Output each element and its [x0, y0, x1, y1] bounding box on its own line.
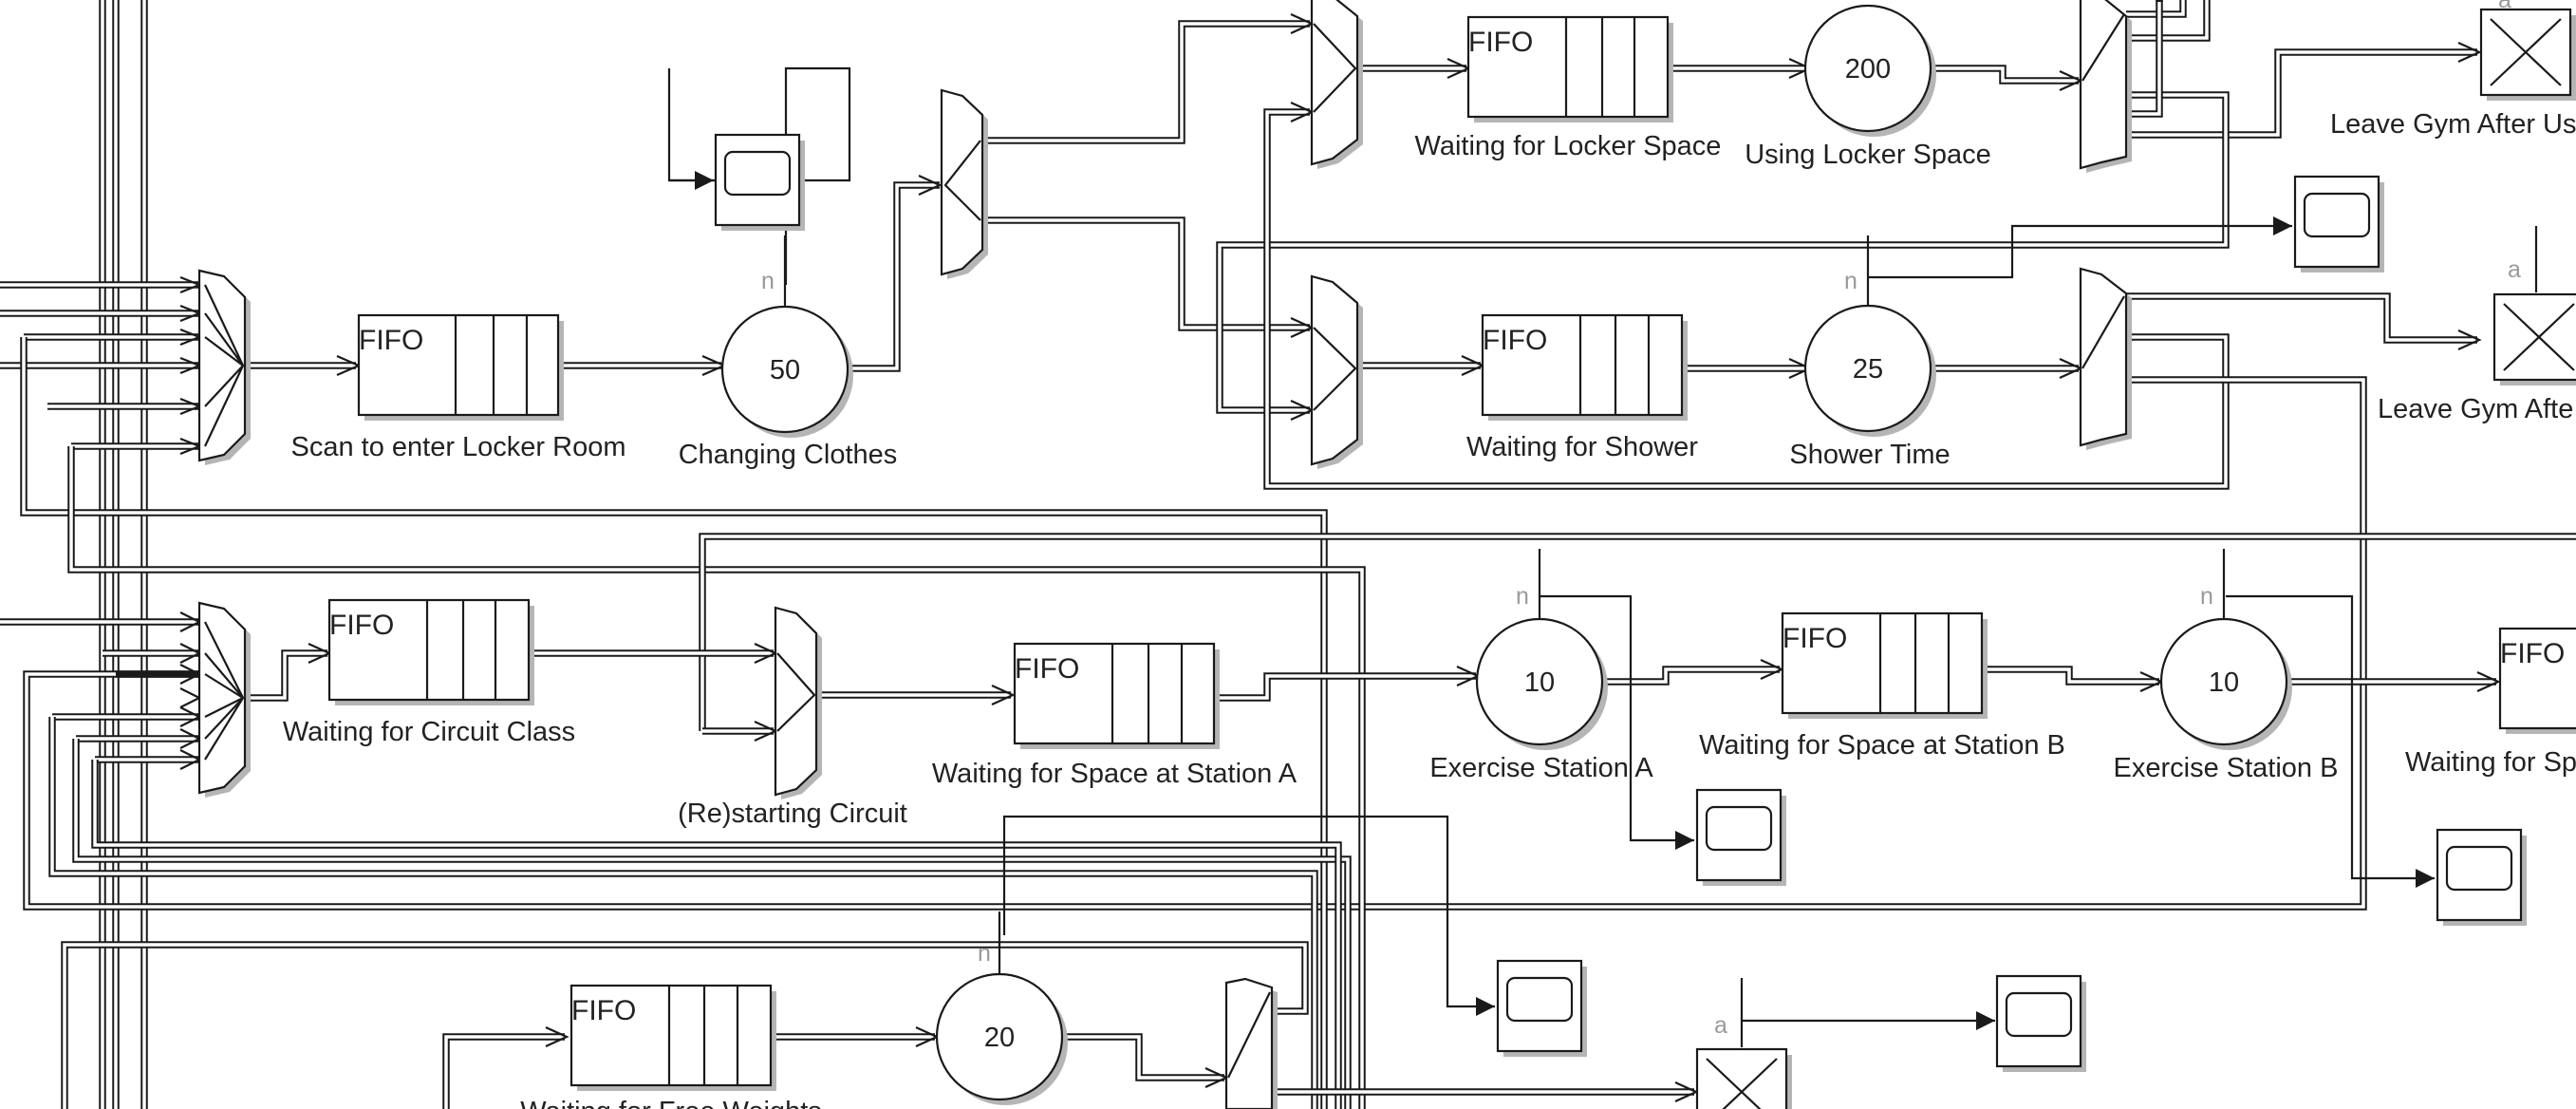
queue-waiting-for-space-at-station-a[interactable]: FIFO Waiting for Space at Station A: [932, 642, 1297, 789]
queue-discipline: FIFO: [1468, 27, 1533, 58]
queue-label: Waiting for Space at Station A: [932, 759, 1297, 789]
queue-discipline: FIFO: [359, 325, 423, 356]
server-capacity: 200: [1845, 54, 1891, 85]
queue-label: Waiting for Circuit Class: [283, 717, 575, 747]
queue-discipline: FIFO: [1783, 623, 1847, 654]
queue-waiting-for-space-at-station-b[interactable]: FIFO Waiting for Space at Station B: [1699, 611, 2065, 761]
terminator-label: Leave Gym After Us: [2330, 109, 2576, 140]
server-capacity: 50: [770, 355, 800, 385]
locker-merge-block[interactable]: [1310, 0, 1363, 169]
server-label: Changing Clothes: [679, 440, 898, 470]
scope-changing-clothes[interactable]: [714, 133, 805, 231]
queue-label: Waiting for Shower: [1466, 432, 1698, 462]
queue-waiting-for-free-weights[interactable]: FIFO Waiting for Free Weights: [520, 984, 822, 1109]
locker-shower-output-switch[interactable]: [940, 88, 988, 279]
shower-output-switch[interactable]: [2079, 267, 2132, 450]
terminator-leave-gym-after-use[interactable]: a Leave Gym After Us: [2330, 0, 2576, 140]
server-changing-clothes[interactable]: n 50 Changing Clothes: [679, 235, 898, 470]
queue-scan-to-enter-locker-room[interactable]: FIFO Scan to enter Locker Room: [290, 313, 626, 462]
terminator-port-label: a: [2508, 256, 2521, 283]
server-free-weights[interactable]: n 20: [935, 912, 1068, 1105]
terminator-port-label: a: [2498, 0, 2511, 13]
queue-label: Waiting for Locker Space: [1415, 131, 1722, 161]
server-using-locker-space[interactable]: 200 Using Locker Space: [1745, 4, 1991, 170]
server-exercise-station-b[interactable]: n 10 Exercise Station B: [2114, 549, 2339, 783]
queue-discipline: FIFO: [2500, 638, 2565, 669]
server-shower-time[interactable]: n 25 Shower Time: [1789, 235, 1951, 470]
queue-waiting-for-locker-space[interactable]: FIFO Waiting for Locker Space: [1415, 15, 1722, 161]
server-capacity: 20: [984, 1023, 1015, 1053]
terminator-leave-gym-after-shower[interactable]: a Leave Gym Afte: [2378, 226, 2576, 424]
queue-waiting-for-shower[interactable]: FIFO Waiting for Shower: [1466, 313, 1698, 462]
shower-merge-block[interactable]: [1310, 274, 1363, 469]
queue-label: Waiting for Free Weights: [520, 1097, 822, 1109]
server-exercise-station-a[interactable]: n 10 Exercise Station A: [1429, 549, 1653, 783]
queue-discipline: FIFO: [1015, 653, 1079, 685]
queue-discipline: FIFO: [329, 610, 394, 641]
circuit-merge-block[interactable]: [197, 601, 251, 798]
server-capacity: 10: [1524, 667, 1555, 698]
locker-output-switch[interactable]: [2079, 0, 2132, 173]
server-port-label: n: [1844, 268, 1857, 294]
restarting-circuit-merge-block[interactable]: [774, 606, 822, 799]
server-label: Exercise Station B: [2114, 753, 2339, 783]
switch-label-restarting-circuit: (Re)starting Circuit: [678, 799, 907, 829]
terminator-label: Leave Gym Afte: [2378, 394, 2573, 424]
scope-shower-time[interactable]: [2293, 175, 2384, 273]
queue-discipline: FIFO: [1483, 325, 1547, 356]
scope-exercise-station-b[interactable]: [2436, 828, 2527, 926]
terminator-free-weights-exit[interactable]: a: [1695, 978, 1792, 1109]
server-capacity: 10: [2209, 667, 2239, 698]
scope-free-weights-exit[interactable]: [1995, 974, 2086, 1072]
scope-exercise-station-a[interactable]: [1695, 788, 1786, 886]
server-port-label: n: [761, 268, 775, 294]
queue-waiting-for-circuit-class[interactable]: FIFO Waiting for Circuit Class: [283, 598, 575, 747]
terminator-port-label: a: [1714, 1012, 1727, 1039]
server-label: Using Locker Space: [1745, 140, 1991, 170]
queue-label: Waiting for Sp: [2405, 747, 2576, 778]
queue-label: Waiting for Space at Station B: [1699, 730, 2065, 761]
entity-input-merge-block[interactable]: [197, 269, 251, 465]
server-capacity: 25: [1853, 354, 1883, 385]
queue-discipline: FIFO: [571, 995, 636, 1026]
queue-label: Scan to enter Locker Room: [290, 432, 625, 462]
server-port-label: n: [2200, 583, 2213, 610]
queue-waiting-for-sp[interactable]: FIFO Waiting for Sp: [2405, 627, 2576, 778]
signal-lines: [667, 66, 2435, 1030]
free-weights-output-switch[interactable]: [1224, 977, 1278, 1109]
server-label: Shower Time: [1789, 440, 1950, 470]
server-label: Exercise Station A: [1429, 753, 1653, 783]
server-port-label: n: [978, 940, 991, 967]
server-port-label: n: [1516, 583, 1529, 610]
scope-free-weights[interactable]: [1496, 959, 1587, 1057]
